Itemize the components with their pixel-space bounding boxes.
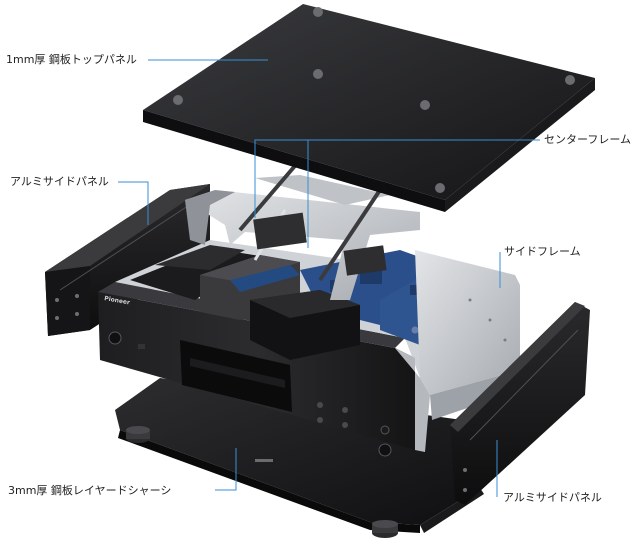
left-side-panel (45, 184, 210, 336)
leader-center-frame (254, 139, 540, 218)
leader-left-side-panel (118, 181, 149, 225)
brand-logo: Pioneer (104, 295, 131, 306)
screw-icon (173, 95, 183, 105)
leader-lines (118, 59, 540, 497)
leader-chassis (215, 448, 237, 491)
label-top-panel: 1mm厚 鋼板トップパネル (6, 53, 137, 66)
headphone-jack (380, 425, 390, 435)
screw-icon (313, 7, 323, 17)
label-center-frame: センターフレーム (544, 133, 632, 146)
label-chassis: 3mm厚 鋼板レイヤードシャーシ (8, 484, 172, 497)
right-side-panel (450, 302, 590, 505)
control-button (317, 402, 323, 408)
control-button (342, 422, 348, 428)
screw-icon (420, 100, 430, 110)
screw-icon (565, 75, 575, 85)
label-right-side-panel: アルミサイドパネル (503, 491, 602, 504)
power-button (108, 331, 122, 345)
screw-icon (313, 69, 323, 79)
label-left-side-panel: アルミサイドパネル (10, 175, 109, 188)
control-button (342, 407, 348, 413)
volume-knob (378, 443, 392, 457)
top-panel (143, 4, 595, 212)
screw-icon (435, 183, 445, 193)
control-button (317, 417, 323, 423)
center-frame (185, 158, 420, 300)
label-side-frame: サイドフレーム (504, 245, 581, 258)
usb-port (138, 344, 145, 349)
